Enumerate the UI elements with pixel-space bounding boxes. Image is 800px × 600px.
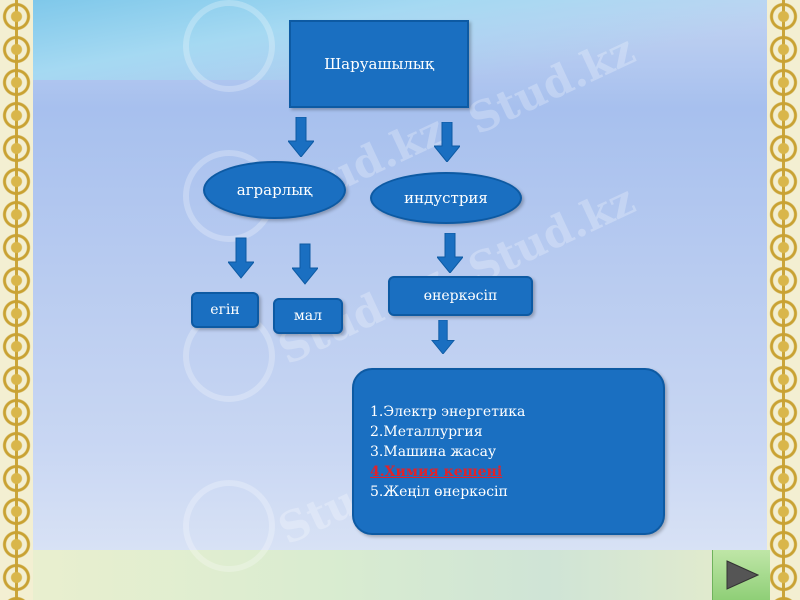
- branch-item: 4.Химия кешені: [370, 464, 503, 480]
- left-ornament-border: [0, 0, 33, 600]
- industry-branches-box: 1.Электр энергетика 2.Металлургия 3.Машина…: [352, 368, 665, 535]
- arrow-down-icon: [228, 237, 254, 279]
- arrow-down-icon: [431, 320, 455, 354]
- arrow-down-icon: [437, 233, 463, 273]
- play-triangle-icon: [726, 560, 759, 590]
- root-node: Шаруашылық: [289, 20, 469, 108]
- branch-item: 2.Металлургия: [370, 424, 483, 440]
- right-ornament-border: [767, 0, 800, 600]
- branch-item: 3.Машина жасау: [370, 444, 497, 460]
- branch-item: 5.Жеңіл өнеркәсіп: [370, 484, 508, 500]
- arrow-down-icon: [434, 122, 460, 162]
- bottom-wave-decoration: [33, 550, 767, 600]
- next-slide-button[interactable]: [712, 550, 770, 600]
- industry-node: индустрия: [370, 172, 522, 224]
- industry-branches-list: 1.Электр энергетика 2.Металлургия 3.Машина…: [370, 402, 663, 502]
- arrow-down-icon: [292, 243, 318, 285]
- livestock-node: мал: [273, 298, 343, 334]
- arrow-down-icon: [288, 117, 314, 157]
- crop-node: егін: [191, 292, 259, 328]
- production-node: өнеркәсіп: [388, 276, 533, 316]
- branch-item: 1.Электр энергетика: [370, 404, 526, 420]
- agrarian-node: аграрлық: [203, 161, 346, 219]
